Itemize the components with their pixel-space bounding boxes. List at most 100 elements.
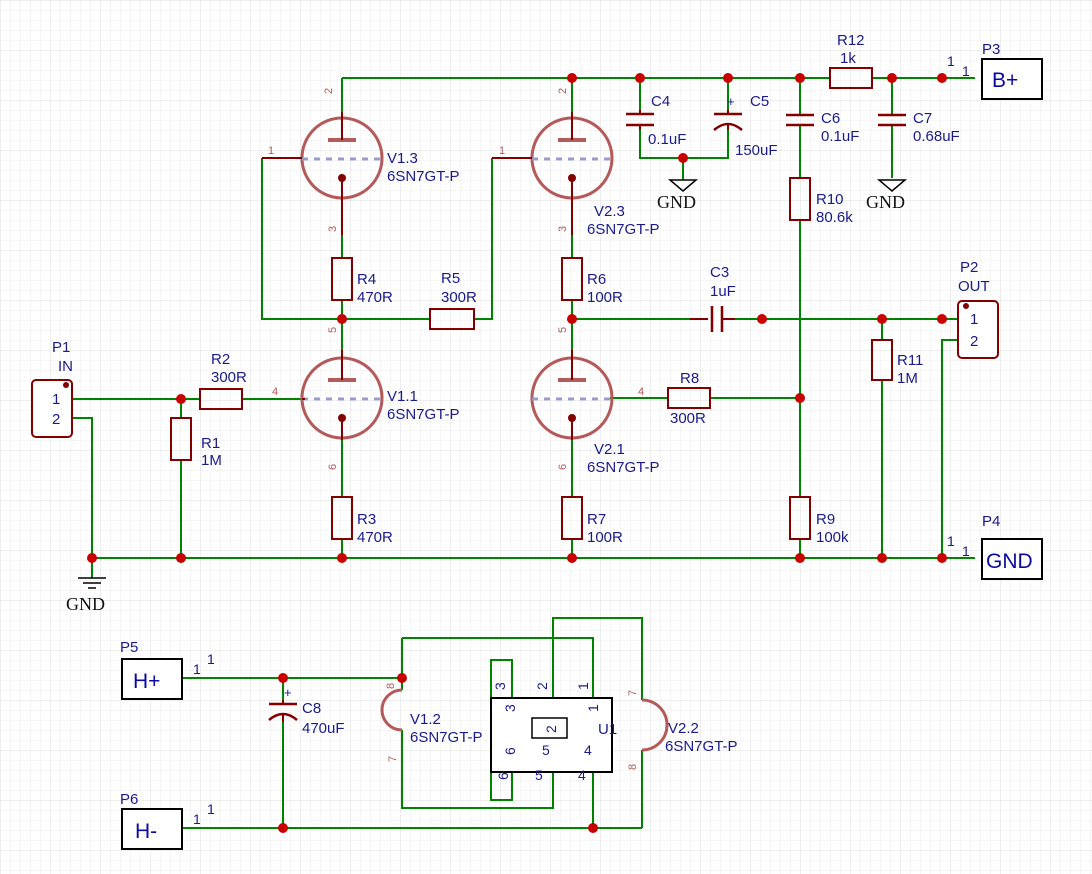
ref-label: C6	[821, 110, 840, 127]
resistor-r11: R11 1M	[871, 339, 923, 387]
tube-v2-3: 2 1 3 V2.3 6SN7GT-P	[492, 88, 660, 238]
pin-label: 3	[327, 226, 339, 232]
capacitor-c7: C7 0.68uF	[878, 110, 960, 145]
pin-label: 1	[268, 145, 274, 157]
ref-label: R8	[680, 370, 699, 387]
ref-label: U1	[598, 721, 617, 738]
value-label: 0.1uF	[821, 128, 859, 145]
pin-number: 2	[52, 411, 60, 428]
ref-label: R12	[837, 32, 865, 49]
pin-number: 1	[52, 391, 60, 408]
heater-v1-2: 8 7 V1.2 6SN7GT-P	[380, 683, 483, 762]
ref-label: R2	[211, 351, 230, 368]
heater-v2-2: 7 8 V2.2 6SN7GT-P	[627, 690, 738, 770]
value-label: GND	[986, 550, 1033, 573]
ref-label: V2.1	[594, 441, 625, 458]
ref-label: R6	[587, 271, 606, 288]
ref-label: V1.2	[410, 711, 441, 728]
ref-label: P1	[52, 339, 70, 356]
ground-symbol: GND	[866, 179, 908, 212]
ref-label: C8	[302, 700, 321, 717]
pin-number: 2	[534, 682, 550, 690]
resistor-r6: R6 100R	[561, 257, 623, 306]
ref-label: R10	[816, 191, 844, 208]
resistor-r5: R5 300R	[429, 270, 477, 330]
pin-label: 2	[557, 88, 569, 94]
pin-number: 3	[502, 704, 518, 712]
ic-u1: 3 2 1 3 2 1 6 5 4 6 5 4 U1	[490, 682, 617, 783]
ref-label: P6	[120, 791, 138, 808]
pin-number: 1	[207, 801, 215, 817]
pin-number: 1	[193, 661, 201, 677]
pin-number: 1	[947, 533, 955, 549]
pin-number: 1	[962, 543, 970, 559]
pin-number: 1	[962, 63, 970, 79]
resistor-r4: R4 470R	[331, 257, 393, 306]
resistor-r2: R2 300R	[199, 351, 247, 410]
resistor-r12: R12 1k	[829, 32, 873, 89]
value-label: 0.68uF	[913, 128, 960, 145]
value-label: 470uF	[302, 720, 345, 737]
pin-number: 6	[502, 747, 518, 755]
pin-number: 1	[193, 811, 201, 827]
pin-number: 1	[585, 704, 601, 712]
resistor-r8: R8 300R	[667, 370, 711, 427]
value-label: 6SN7GT-P	[587, 221, 660, 238]
ref-label: V1.3	[387, 150, 418, 167]
pin-label: 1	[499, 145, 505, 157]
connector-p3: P3 B+ 1 1	[947, 41, 1043, 100]
value-label: 300R	[211, 369, 247, 386]
ground-label: GND	[866, 192, 905, 212]
value-label: 6SN7GT-P	[587, 459, 660, 476]
pin-number: 5	[535, 767, 543, 783]
ref-label: C3	[710, 264, 729, 281]
polarity-mark: +	[727, 94, 735, 109]
pin-number: 2	[543, 725, 559, 733]
ref-label: R11	[897, 352, 923, 369]
connector-p2: P2 OUT 1 2	[957, 259, 999, 359]
capacitor-c3: C3 1uF	[690, 264, 736, 332]
value-label: 6SN7GT-P	[387, 406, 460, 423]
value-label: 1uF	[710, 283, 736, 300]
value-label: H+	[133, 670, 160, 693]
value-label: 470R	[357, 289, 393, 306]
ref-label: R1	[201, 435, 220, 452]
ground-label: GND	[657, 192, 696, 212]
ref-label: R3	[357, 511, 376, 528]
capacitor-c5: + C5 150uF	[713, 93, 778, 159]
pin-label: 8	[385, 683, 397, 689]
value-label: 100R	[587, 289, 623, 306]
value-label: 6SN7GT-P	[410, 729, 483, 746]
pin-label: 4	[638, 386, 644, 398]
ref-label: R4	[357, 271, 376, 288]
pin-label: 4	[272, 386, 278, 398]
junctions	[87, 73, 947, 833]
connector-p1: P1 IN 1 2	[31, 339, 73, 438]
pin-number: 1	[947, 53, 955, 69]
pin-number: 1	[575, 682, 591, 690]
ref-label: C5	[750, 93, 769, 110]
ground-symbol: GND	[657, 178, 699, 212]
value-label: 1M	[201, 452, 222, 469]
value-label: 100R	[587, 529, 623, 546]
resistor-r7: R7 100R	[561, 496, 623, 546]
capacitor-c6: C6 0.1uF	[786, 110, 859, 145]
ground-symbol: GND	[66, 577, 106, 614]
value-label: 6SN7GT-P	[387, 168, 460, 185]
value-label: 300R	[441, 289, 477, 306]
value-label: H-	[135, 820, 157, 843]
pin-label: 5	[327, 327, 339, 333]
pin-label: 7	[387, 756, 399, 762]
value-label: 1M	[897, 370, 918, 387]
pin-label: 8	[627, 764, 639, 770]
polarity-mark: +	[284, 685, 292, 700]
connector-p4: P4 GND 1 1	[947, 513, 1043, 580]
pin-label: 3	[557, 226, 569, 232]
resistor-r1: R1 1M	[170, 417, 222, 469]
ref-label: C7	[913, 110, 932, 127]
pin-label: 6	[327, 464, 339, 470]
connector-p6: P6 H- 1 1	[120, 791, 215, 850]
ref-label: V2.3	[594, 203, 625, 220]
pin-number: 1	[207, 651, 215, 667]
